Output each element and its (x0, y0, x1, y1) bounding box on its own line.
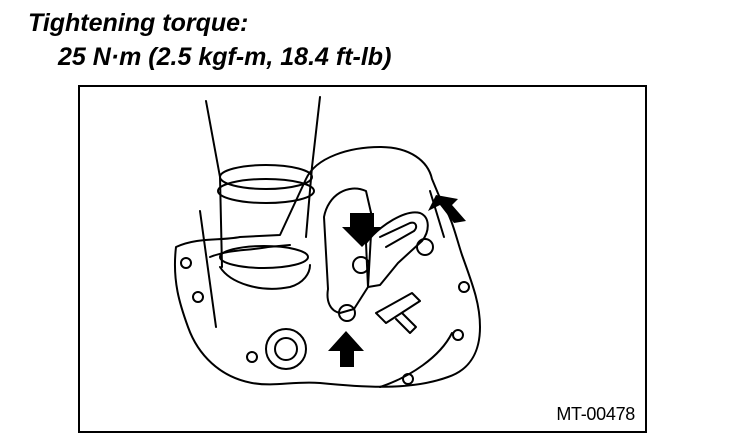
flange-bolt-3 (246, 351, 258, 363)
lever-slot (379, 221, 418, 248)
selector-rod (375, 292, 421, 324)
torque-label: Tightening torque: (28, 9, 249, 37)
arrow-down-icon (342, 213, 382, 247)
shaft-tube-right (305, 96, 321, 238)
flange-bolt-2 (192, 291, 204, 303)
case-rib-1 (199, 210, 217, 328)
bolt-lower (338, 304, 356, 322)
shaft-bottom (219, 264, 311, 290)
bolt-right (416, 238, 434, 256)
shaft-tube-left (205, 100, 223, 268)
output-boss-inner (274, 337, 298, 361)
flange-bolt-6 (402, 373, 414, 385)
bracket-plate (323, 187, 373, 314)
arrow-diagonal-icon (428, 195, 466, 223)
transmission-illustration: MT-00478 (78, 85, 647, 433)
shaft-ring-low (219, 245, 309, 269)
case-flange (173, 146, 481, 388)
figure-code: MT-00478 (556, 404, 635, 424)
arrow-up-icon (328, 331, 364, 367)
flange-bolt-5 (452, 329, 464, 341)
flange-bolt-4 (458, 281, 470, 293)
case-rib-2 (429, 190, 445, 238)
line-drawing (173, 96, 481, 388)
lever-plate (365, 211, 429, 288)
bolt-upper-left (352, 256, 370, 274)
flange-bolt-1 (180, 257, 192, 269)
shaft-ring-top (219, 164, 313, 190)
torque-value: 25 N·m (2.5 kgf-m, 18.4 ft-lb) (58, 43, 392, 71)
selector-rod-tab (395, 312, 417, 334)
torque-specification: Tightening torque: 25 N·m (2.5 kgf-m, 18… (28, 6, 391, 74)
output-boss-outer (265, 328, 307, 370)
shaft-ring-mid (217, 178, 315, 204)
